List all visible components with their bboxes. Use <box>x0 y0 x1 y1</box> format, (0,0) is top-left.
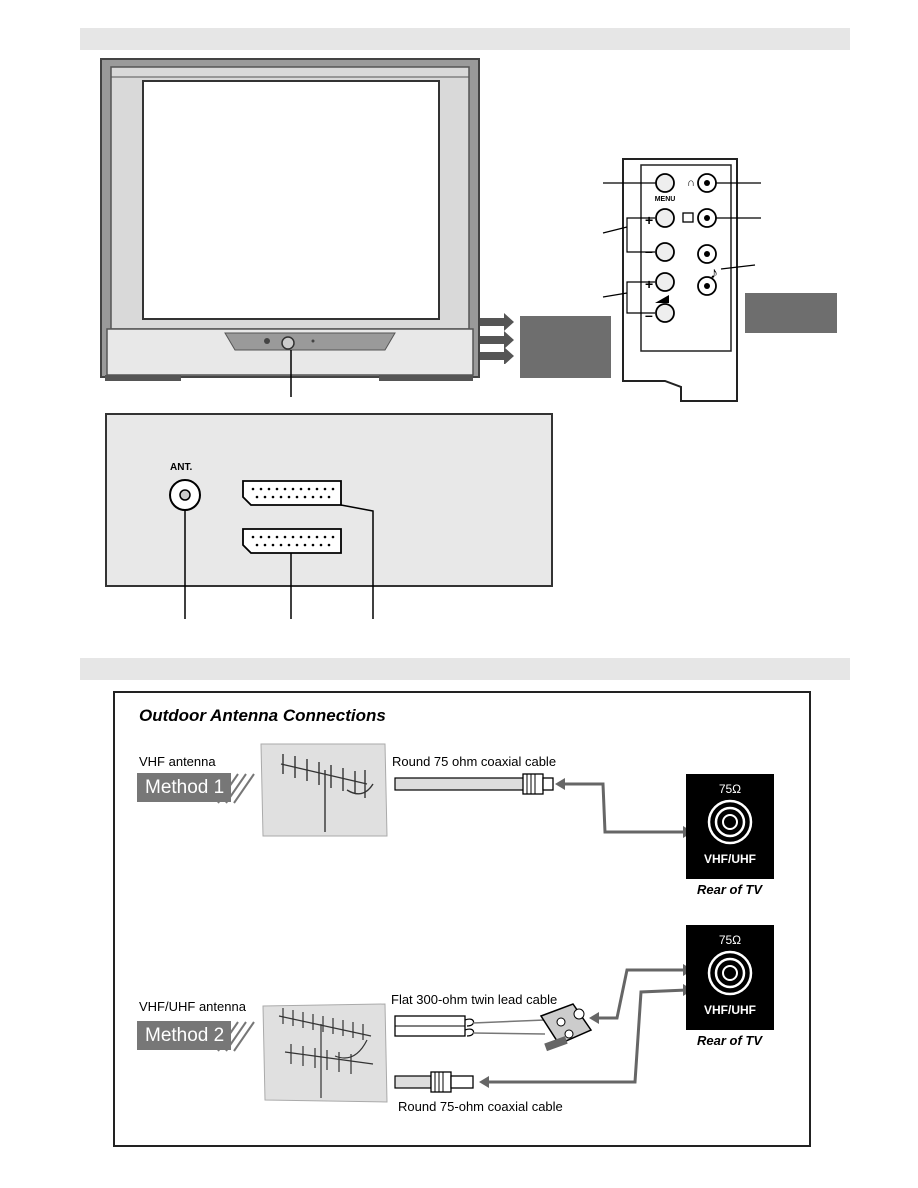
menu-label: MENU <box>655 196 676 203</box>
program-up-button-icon <box>655 208 675 228</box>
rear-of-tv-caption-2: Rear of TV <box>697 1033 763 1048</box>
tv-socket-1-band: VHF/UHF <box>704 852 756 866</box>
svg-text:+: + <box>645 212 653 228</box>
tv-socket-2: 75Ω VHF/UHF <box>686 925 774 1030</box>
method2-antenna-label: VHF/UHF antenna <box>139 999 246 1014</box>
power-button-icon <box>281 336 295 350</box>
svg-text:+: + <box>645 276 653 292</box>
label-box-front <box>520 316 611 378</box>
side-arrows-icon <box>480 313 514 364</box>
method1-cable-label: Round 75 ohm coaxial cable <box>392 754 557 769</box>
antenna-jack-1-icon <box>707 799 753 845</box>
standby-led-icon <box>264 338 270 344</box>
scart-2-icon <box>242 528 342 554</box>
remote-sensor-icon <box>311 339 315 343</box>
label-box-side <box>745 293 837 333</box>
twin-lead-cable <box>394 1015 546 1037</box>
tv-socket-1: 75Ω VHF/UHF <box>686 774 774 879</box>
video-input-icon <box>682 212 694 223</box>
tv-socket-2-band: VHF/UHF <box>704 1003 756 1017</box>
tv-socket-1-impedance: 75Ω <box>718 782 742 796</box>
program-down-button-icon <box>655 242 675 262</box>
volume-down-button-icon <box>655 303 675 323</box>
volume-up-button-icon <box>655 272 675 292</box>
tv-front-illustration <box>100 58 480 397</box>
tv-foot-right <box>379 375 473 381</box>
antenna-section-title: Outdoor Antenna Connections <box>139 706 386 725</box>
rear-connector-panel <box>105 413 553 619</box>
method1-antenna-label: VHF antenna <box>139 754 216 769</box>
video-jack-icon <box>704 215 710 221</box>
antenna-connections-box <box>113 691 811 1147</box>
tv-foot-left <box>105 375 181 381</box>
antenna-jack-2-icon <box>707 950 753 996</box>
svg-text:–: – <box>645 307 653 323</box>
method2-badge: Method 2 <box>137 1021 231 1050</box>
section-header-band-1 <box>80 28 850 50</box>
headphone-jack-icon <box>704 180 710 186</box>
method2-flat-cable-label: Flat 300-ohm twin lead cable <box>391 992 558 1007</box>
tv-control-recess <box>224 332 396 351</box>
rear-of-tv-caption-1: Rear of TV <box>697 882 763 897</box>
menu-button-icon <box>655 173 675 193</box>
balun-adapter-icon <box>539 1003 593 1052</box>
method2-diagram <box>262 964 693 1103</box>
method2-coax-cable-label: Round 75-ohm coaxial cable <box>398 1099 563 1114</box>
tv-lower-panel <box>106 328 474 376</box>
volume-icon <box>655 295 669 303</box>
music-note-icon: ♪ <box>710 265 718 282</box>
headphone-icon: ∩ <box>687 177 695 189</box>
method1-diagram <box>260 743 693 838</box>
method2-badge-stripes-icon <box>217 1021 255 1052</box>
tv-socket-2-impedance: 75Ω <box>718 933 742 947</box>
vhf-uhf-antenna-icon <box>278 1008 374 1098</box>
side-control-panel: MENU ∩ + – ♪ + – <box>602 158 761 402</box>
vhf-antenna-icon <box>280 754 374 832</box>
ant-label: ANT. <box>170 462 193 473</box>
scart-1-icon <box>242 480 342 506</box>
tv-screen <box>142 80 440 320</box>
method1-badge: Method 1 <box>137 773 231 802</box>
audio-jack-1-icon <box>704 251 710 257</box>
svg-text:–: – <box>645 243 653 259</box>
section-header-band-2 <box>80 658 850 680</box>
coax-plug-2-icon <box>430 1071 474 1093</box>
method1-badge-stripes-icon <box>217 773 255 804</box>
coax-plug-icon <box>522 773 554 795</box>
audio-jack-2-icon <box>704 283 710 289</box>
